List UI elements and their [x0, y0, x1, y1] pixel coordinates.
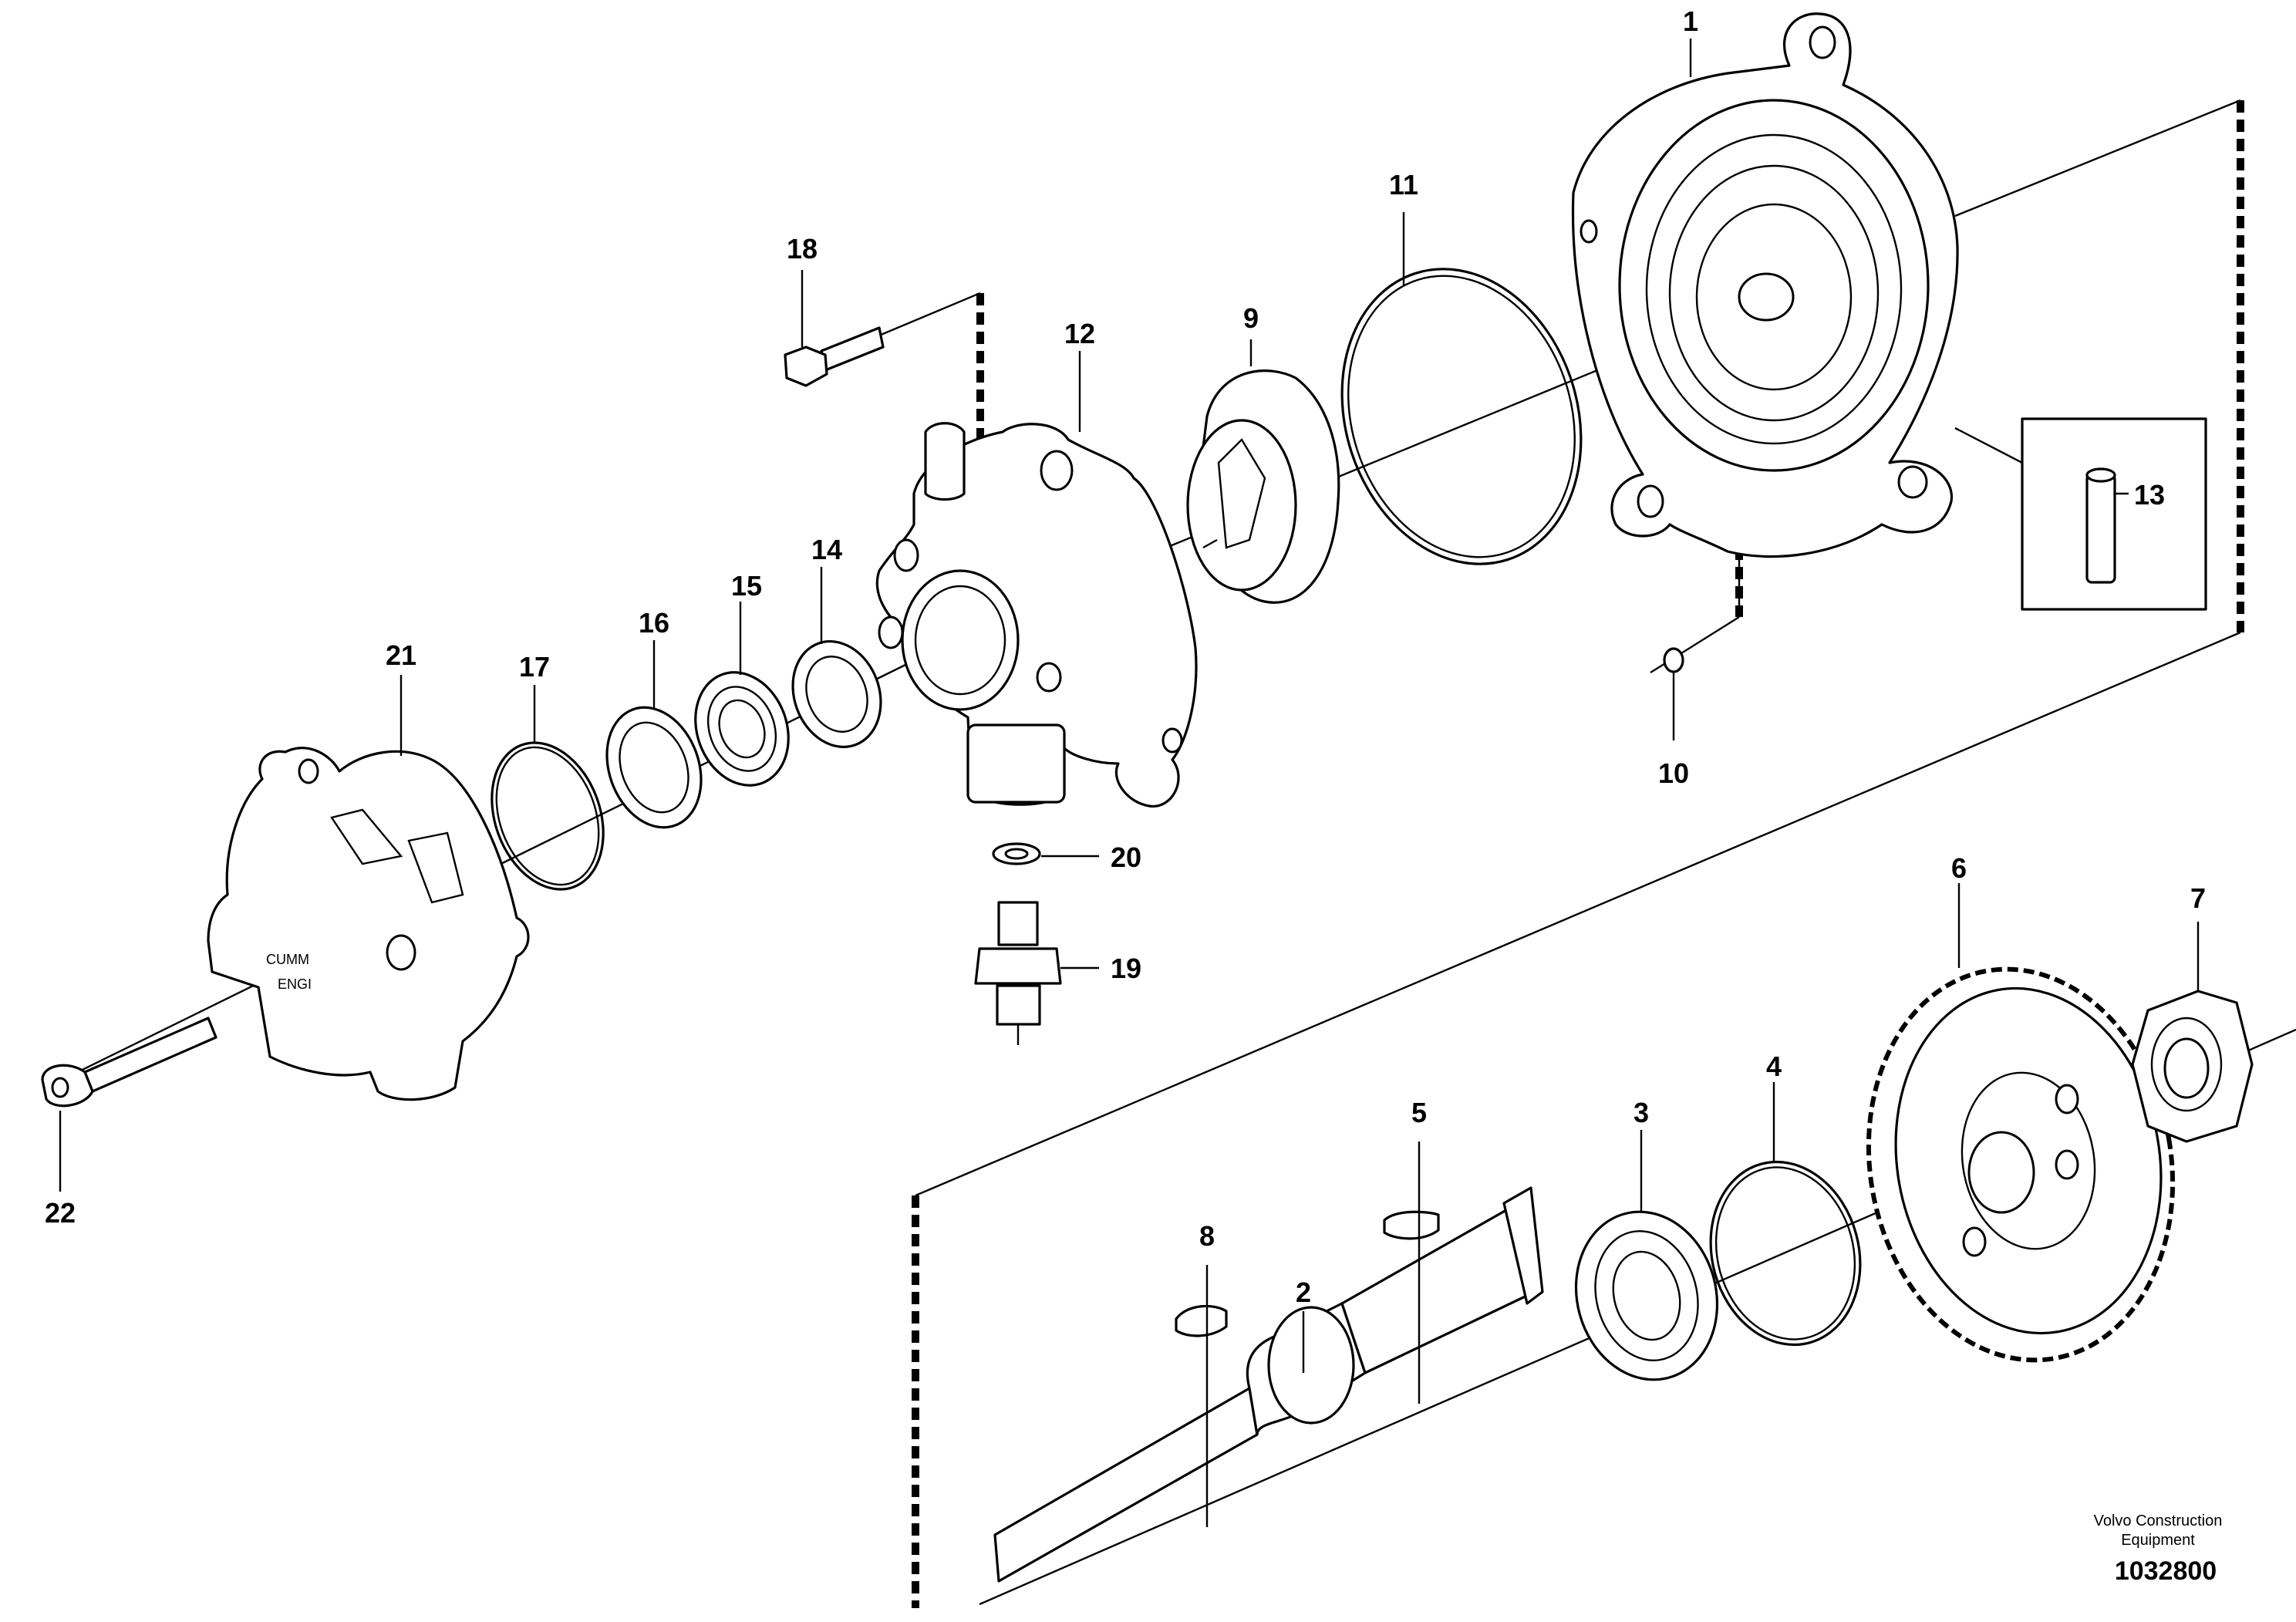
bearing-part-15: [694, 671, 790, 787]
callout-18: 18: [787, 233, 818, 265]
key-part-8: [1175, 1304, 1228, 1337]
seal-part-14: [791, 639, 882, 749]
shaft-part: [993, 1186, 1544, 1583]
brand-line-2: Equipment: [2121, 1532, 2195, 1549]
bearing-part-3: [1574, 1210, 1719, 1381]
fitting-part: [974, 901, 1062, 1045]
callout-6: 6: [1951, 852, 1967, 884]
callout-11: 11: [1389, 169, 1418, 201]
callout-14: 14: [811, 534, 842, 565]
pin-inset-box: [1954, 417, 2207, 611]
o-ring-part-17: [491, 741, 605, 891]
callout-1: 1: [1683, 5, 1698, 37]
rear-cover-part: [1571, 12, 1959, 558]
nut-part: [2131, 990, 2254, 1143]
callout-13: 13: [2134, 479, 2165, 511]
callout-9: 9: [1243, 302, 1259, 334]
seal-part-16: [605, 706, 703, 829]
brand-line-1: Volvo Construction: [2094, 1512, 2223, 1529]
leader-lines: [59, 39, 2200, 1527]
callout-16: 16: [639, 607, 669, 639]
housing-text-bottom: ENGI: [278, 976, 312, 992]
washer-part: [992, 842, 1041, 865]
callout-2: 2: [1296, 1276, 1311, 1308]
front-housing-part: CUMM ENGI: [207, 747, 530, 1101]
callout-labels: 1 2 3 4 5 6 7 8 9 10 11 12 13 14 15 16 1…: [45, 5, 2206, 1308]
callout-5: 5: [1411, 1097, 1427, 1128]
large-o-ring-part: [1340, 268, 1583, 565]
callout-17: 17: [519, 651, 550, 683]
circlip-part: [1709, 1160, 1862, 1347]
callout-12: 12: [1064, 318, 1095, 349]
title-block: Volvo Construction Equipment 1032800: [2094, 1512, 2223, 1586]
callout-20: 20: [1111, 841, 1141, 873]
callout-19: 19: [1111, 953, 1141, 984]
pump-body-part: [875, 422, 1198, 808]
key-part-5: [1383, 1210, 1440, 1240]
callout-10: 10: [1658, 757, 1689, 789]
document-number: 1032800: [2115, 1556, 2217, 1586]
gear-part: [1866, 966, 2176, 1363]
callout-15: 15: [731, 570, 762, 602]
long-bolt-part: [41, 1017, 217, 1108]
callout-8: 8: [1199, 1220, 1215, 1252]
small-bolt-part: [784, 326, 885, 387]
small-ring-part: [1663, 647, 1684, 673]
pump-rotor-part: [1186, 369, 1340, 604]
callout-22: 22: [45, 1197, 76, 1229]
callout-7: 7: [2190, 882, 2206, 914]
callout-3: 3: [1633, 1097, 1649, 1128]
housing-text-top: CUMM: [266, 952, 309, 967]
callout-4: 4: [1766, 1050, 1782, 1082]
callout-21: 21: [386, 639, 416, 671]
